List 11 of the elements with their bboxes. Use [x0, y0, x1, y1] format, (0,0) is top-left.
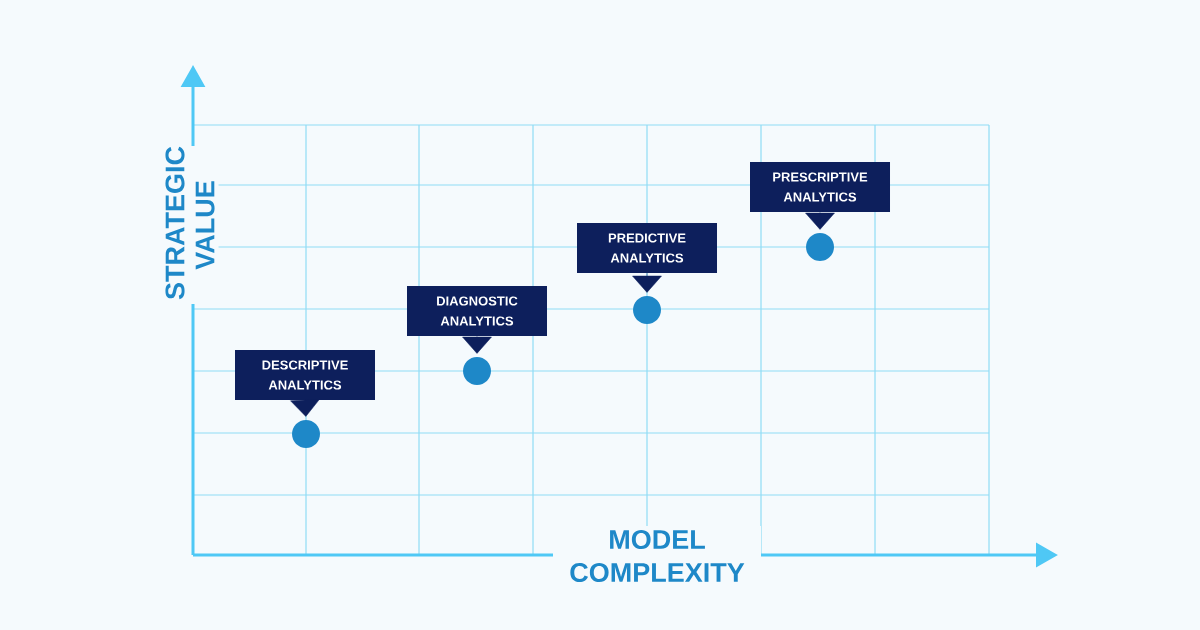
dot-marker	[463, 357, 491, 385]
callout-pointer	[290, 399, 320, 417]
callout-box: PREDICTIVE ANALYTICS	[577, 223, 717, 273]
dot-marker	[292, 420, 320, 448]
callout-pointer	[632, 272, 662, 293]
axis-label: STRATEGIC VALUE	[165, 146, 215, 300]
dot-marker	[633, 296, 661, 324]
callout-pointer	[462, 335, 492, 354]
callout-pointer	[805, 211, 835, 230]
dot-marker	[806, 233, 834, 261]
axis-label: MODEL COMPLEXITY	[570, 529, 745, 583]
